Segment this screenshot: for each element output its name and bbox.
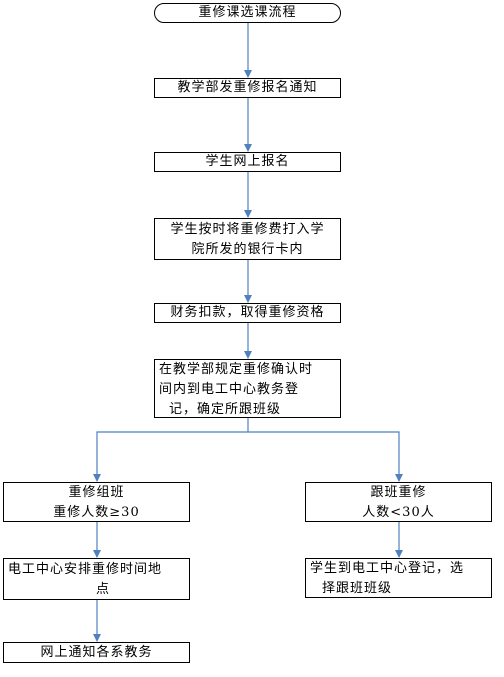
branch-left-label: 重修组班 bbox=[68, 485, 125, 500]
branch-left-group: 重修组班 重修人数≥30 bbox=[3, 482, 190, 522]
branch-right-group: 跟班重修 人数<30人 bbox=[305, 482, 492, 522]
step-register: 学生网上报名 bbox=[154, 152, 341, 172]
step-confirm-line1: 在教学部规定重修确认时 bbox=[159, 362, 314, 377]
branch-left-notify: 网上通知各系教务 bbox=[3, 642, 190, 663]
step-qualify: 财务扣款，取得重修资格 bbox=[154, 303, 341, 323]
branch-right-register-line2: 择跟班班级 bbox=[322, 581, 393, 596]
branch-left-schedule-line2: 点 bbox=[96, 582, 111, 597]
branch-right-count: 人数<30人 bbox=[362, 505, 435, 520]
step-pay: 学生按时将重修费打入学 院所发的银行卡内 bbox=[154, 218, 341, 260]
branch-connector bbox=[93, 417, 249, 482]
branch-right-register: 学生到电工中心登记，选 择跟班班级 bbox=[305, 558, 492, 598]
step-confirm-line2: 间内到电工中心教务登 bbox=[159, 382, 300, 397]
branch-connector-right bbox=[248, 431, 403, 482]
branch-right-register-line1: 学生到电工中心登记，选 bbox=[310, 561, 465, 576]
branch-right-label: 跟班重修 bbox=[370, 485, 427, 500]
flow-title: 重修课选课流程 bbox=[154, 3, 341, 23]
step-confirm: 在教学部规定重修确认时 间内到电工中心教务登 记，确定所跟班级 bbox=[154, 359, 341, 418]
step-pay-line2: 院所发的银行卡内 bbox=[191, 242, 304, 257]
step-pay-line1: 学生按时将重修费打入学 bbox=[170, 222, 325, 237]
branch-left-count: 重修人数≥30 bbox=[53, 505, 140, 520]
branch-left-schedule-line1: 电工中心安排重修时间地 bbox=[8, 562, 163, 577]
step-notice: 教学部发重修报名通知 bbox=[154, 78, 341, 98]
branch-left-schedule: 电工中心安排重修时间地 点 bbox=[3, 558, 190, 600]
step-confirm-line3: 记，确定所跟班级 bbox=[169, 402, 282, 417]
